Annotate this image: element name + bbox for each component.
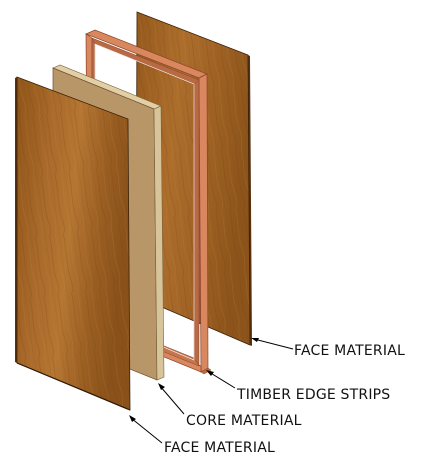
callout-edge-strips: TIMBER EDGE STRIPS [206, 370, 390, 403]
label-face-material-back: FACE MATERIAL [294, 343, 405, 359]
leader-line [253, 338, 294, 350]
leader-line [159, 385, 185, 415]
leader-line [130, 417, 163, 444]
label-timber-edge-strips: TIMBER EDGE STRIPS [236, 387, 390, 403]
label-face-material-front: FACE MATERIAL [164, 440, 275, 456]
leader-line [208, 371, 236, 389]
callout-face-back: FACE MATERIAL [251, 338, 405, 359]
arrowhead [251, 338, 259, 342]
label-core-material: CORE MATERIAL [186, 413, 302, 429]
arrowhead [129, 415, 136, 422]
arrowhead [158, 383, 165, 390]
arrowhead [206, 370, 214, 376]
callout-core: CORE MATERIAL [158, 383, 302, 429]
face-panel-front [15, 76, 131, 411]
callout-face-front: FACE MATERIAL [129, 415, 275, 456]
